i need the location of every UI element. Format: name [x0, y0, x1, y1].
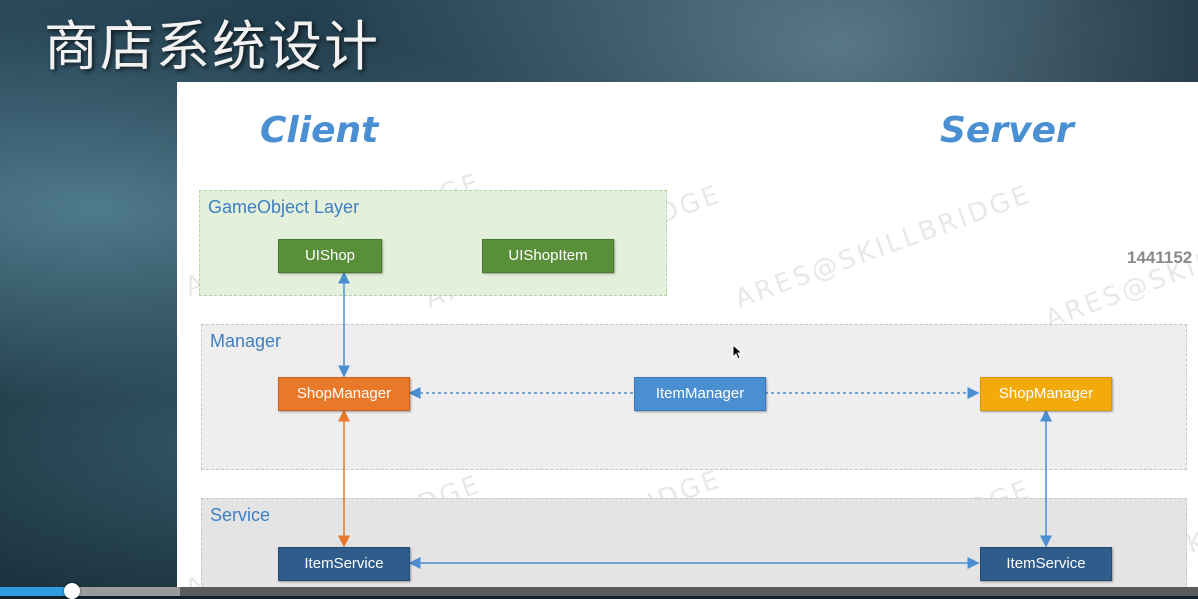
mouse-cursor-icon	[732, 344, 744, 360]
video-progress-track[interactable]	[0, 587, 1198, 596]
slide-title: 商店系统设计	[44, 15, 380, 78]
client-heading: Client	[260, 110, 379, 151]
slide-canvas: ARES@SKILLBRIDGE ARES@SKILLBRIDGE ARES@S…	[177, 82, 1198, 588]
server-itemservice-box: ItemService	[980, 547, 1112, 581]
server-shopmanager-box: ShopManager	[980, 377, 1112, 411]
uishop-box: UIShop	[278, 239, 382, 273]
gameobject-layer-title: GameObject Layer	[208, 197, 360, 217]
client-itemservice-box: ItemService	[278, 547, 410, 581]
service-layer-title: Service	[210, 505, 271, 525]
uishopitem-box: UIShopItem	[482, 239, 614, 273]
server-heading: Server	[940, 110, 1074, 151]
id-number: 1441152	[1127, 248, 1193, 267]
video-progress-buffer	[0, 587, 180, 596]
manager-layer-title: Manager	[210, 331, 282, 351]
connector-lines	[338, 271, 1052, 569]
video-progress-played	[0, 587, 72, 596]
video-progress-handle[interactable]	[63, 583, 80, 599]
itemmanager-box: ItemManager	[634, 377, 766, 411]
client-shopmanager-box: ShopManager	[278, 377, 410, 411]
